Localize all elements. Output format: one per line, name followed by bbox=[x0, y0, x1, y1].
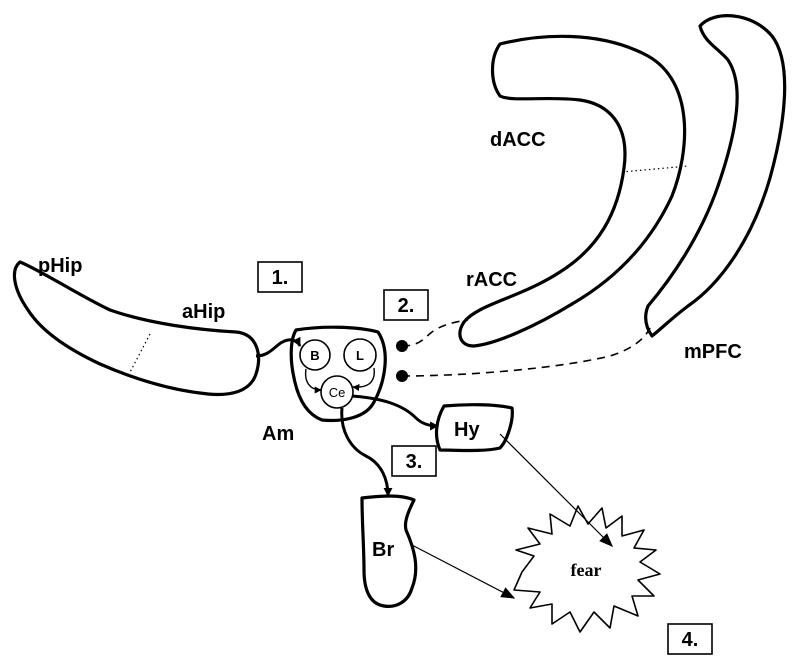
step-label-1: 1. bbox=[272, 267, 289, 289]
label-nucleus-ce: Ce bbox=[329, 385, 346, 400]
label-hy: Hy bbox=[454, 419, 480, 441]
label-am: Am bbox=[262, 423, 294, 445]
step-label-4: 4. bbox=[682, 629, 699, 651]
ce-to-brainstem-arrow bbox=[342, 408, 388, 496]
inhibitory-terminal-2 bbox=[396, 370, 408, 382]
inhibitory-terminal-1 bbox=[396, 340, 408, 352]
label-ahip: aHip bbox=[182, 301, 225, 323]
label-mpfc: mPFC bbox=[684, 341, 742, 363]
label-nucleus-b: B bbox=[310, 348, 319, 363]
mpfc-to-amygdala-dashed bbox=[402, 328, 650, 376]
label-nucleus-l: L bbox=[356, 348, 364, 363]
hippocampus-region bbox=[14, 262, 258, 394]
brainstem-to-fear-arrow bbox=[410, 544, 514, 598]
racc-to-amygdala-dashed bbox=[402, 320, 468, 346]
label-br: Br bbox=[372, 539, 394, 561]
label-racc: rACC bbox=[466, 269, 517, 291]
label-fear: fear bbox=[571, 560, 602, 580]
step-label-3: 3. bbox=[406, 451, 423, 473]
acc-region bbox=[460, 36, 685, 346]
label-dacc: dACC bbox=[490, 129, 546, 151]
label-phip: pHip bbox=[38, 255, 82, 277]
step-label-2: 2. bbox=[398, 295, 415, 317]
